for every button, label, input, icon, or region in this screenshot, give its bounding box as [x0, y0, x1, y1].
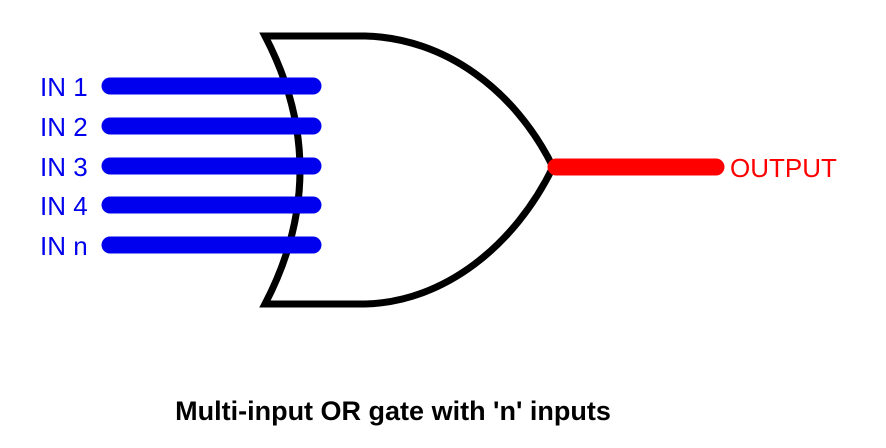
input-label: IN n — [40, 231, 88, 261]
input-label: IN 4 — [40, 191, 88, 221]
input-label: IN 3 — [40, 152, 88, 182]
input-label: IN 2 — [40, 112, 88, 142]
input-label: IN 1 — [40, 72, 88, 102]
output-label: OUTPUT — [730, 153, 837, 183]
diagram-caption: Multi-input OR gate with 'n' inputs — [175, 396, 611, 426]
